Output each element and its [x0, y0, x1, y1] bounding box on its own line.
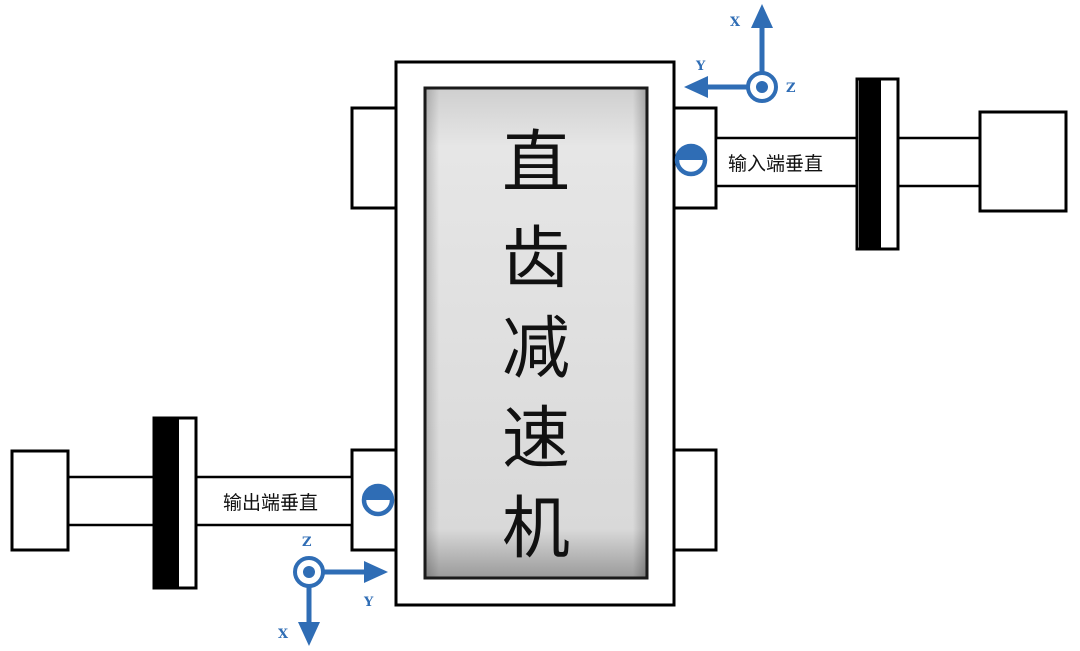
- top-y-label: Y: [695, 59, 706, 74]
- input-end-label: 输入端垂直: [728, 153, 823, 175]
- title-char-2: 齿: [502, 220, 570, 299]
- bottom-z-label: Z: [302, 535, 312, 550]
- input-shaft: [714, 136, 982, 188]
- input-motor: [978, 110, 1068, 213]
- bottom-y-arrow-icon: [364, 561, 388, 583]
- right-lower-bearing-block: [672, 448, 718, 552]
- bottom-axis-triad: Z Y X: [278, 535, 388, 646]
- output-coupling-band: [155, 419, 179, 587]
- title-char-5: 机: [502, 490, 570, 569]
- title-char-4: 速: [502, 400, 570, 479]
- top-z-label: Z: [786, 81, 796, 96]
- output-load: [10, 449, 70, 552]
- input-coupling-band: [859, 80, 881, 248]
- top-z-dot: [756, 81, 768, 93]
- top-y-arrow-icon: [684, 76, 708, 98]
- left-upper-bearing-block: [350, 106, 398, 210]
- top-x-label: X: [730, 15, 741, 30]
- reducer-panel-shade: [426, 89, 646, 577]
- output-sensor-icon: [361, 483, 395, 517]
- output-end-label: 输出端垂直: [223, 492, 318, 514]
- top-axis-triad: X Y Z: [684, 4, 796, 103]
- title-char-3: 减: [502, 310, 570, 389]
- title-char-1: 直: [502, 124, 570, 203]
- bottom-x-label: X: [278, 627, 289, 642]
- top-x-arrow-icon: [751, 4, 773, 28]
- bottom-y-label: Y: [363, 595, 374, 610]
- bottom-x-arrow-icon: [298, 622, 320, 646]
- input-sensor-icon: [674, 143, 708, 177]
- output-shaft: [66, 475, 354, 527]
- bottom-z-dot: [303, 566, 315, 578]
